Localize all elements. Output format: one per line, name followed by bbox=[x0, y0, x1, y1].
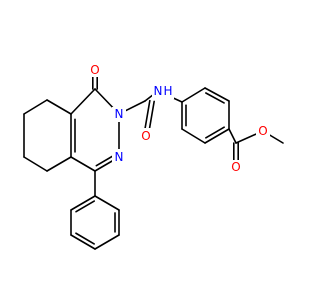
bond-c8a-c1 bbox=[70, 88, 96, 115]
oxygen-amide-text: O bbox=[141, 129, 150, 143]
chemical-structure-diagram: O N N N H O O O bbox=[23, 62, 284, 250]
bond-ph-4-inner bbox=[75, 232, 95, 245]
bond-c8-c8a bbox=[46, 99, 72, 115]
nitrogen-imine-text: N bbox=[115, 150, 124, 164]
bond-bz-4 bbox=[204, 128, 230, 144]
bond-bz-2 bbox=[204, 87, 230, 102]
nitrogen-imine-label: N bbox=[112, 149, 126, 164]
bond-ph-3 bbox=[94, 234, 120, 250]
bond-n3-c4-inner bbox=[95, 154, 116, 167]
bond-c7-c8 bbox=[23, 99, 48, 115]
bond-ph-1 bbox=[94, 195, 120, 211]
amide-nitrogen-text: N bbox=[154, 84, 163, 98]
nitrogen-ring-label: N bbox=[112, 107, 126, 122]
bond-bz-2-inner bbox=[205, 92, 225, 104]
oxygen-ester-carbonyl-label: O bbox=[229, 160, 243, 175]
bond-c4a-c5 bbox=[46, 156, 72, 172]
oxygen-amide-label: O bbox=[139, 128, 153, 143]
bond-c5-c6 bbox=[23, 156, 48, 172]
bond-ph-6 bbox=[70, 195, 96, 211]
labels-layer: O N N N H O O O bbox=[88, 62, 270, 175]
bond-ph-4 bbox=[70, 234, 96, 250]
oxygen-ketone-text: O bbox=[90, 63, 99, 77]
oxygen-ketone-label: O bbox=[88, 62, 102, 77]
oxygen-ester-carbonyl-text: O bbox=[231, 160, 240, 174]
bond-c4-c4a bbox=[70, 156, 96, 172]
oxygen-ester-label: O bbox=[256, 124, 270, 139]
oxygen-ester-text: O bbox=[258, 124, 267, 138]
bond-aryl-ester bbox=[228, 128, 237, 144]
bond-bz-1 bbox=[181, 87, 206, 103]
amide-hydrogen-text: H bbox=[163, 84, 172, 98]
bond-bz-4-inner bbox=[205, 126, 225, 139]
amide-nh-label: N H bbox=[152, 84, 174, 99]
bonds-layer bbox=[23, 68, 284, 250]
bond-ph-6-inner bbox=[75, 200, 96, 213]
nitrogen-ring-text: N bbox=[115, 107, 124, 121]
bond-bz-5 bbox=[181, 128, 206, 144]
